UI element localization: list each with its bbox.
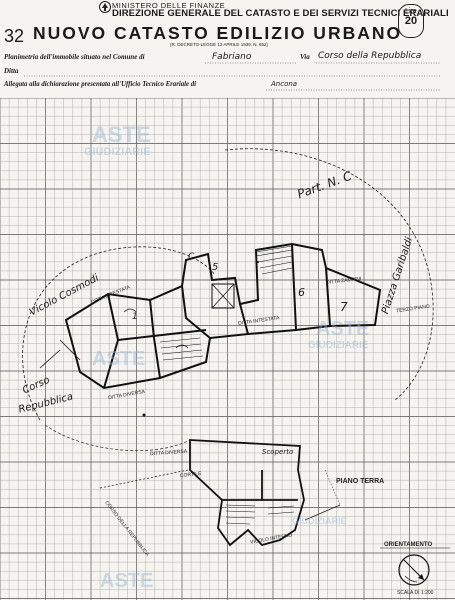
ministry-heading: MINISTERO DELLE FINANZE: [112, 1, 226, 10]
document-title: NUOVO CATASTO EDILIZIO URBANO: [33, 23, 403, 43]
fee-currency: Lire: [405, 8, 417, 15]
fee-stamp: Lire 20: [398, 4, 424, 38]
watermark-aste-4: ASTE: [100, 570, 154, 592]
watermark-aste-2: ASTE: [316, 318, 370, 340]
graph-paper-grid: [0, 98, 455, 600]
planimetria-label: Planimetria dell'immobile situato nel Co…: [4, 53, 145, 61]
watermark-giudiziarie-3: GIUDIZIARIE: [292, 516, 347, 526]
ufficio-value: Ancona: [271, 80, 298, 88]
ditta-label: Ditta: [4, 67, 19, 75]
watermark-giudiziarie: GIUDIZIARIE: [84, 146, 151, 158]
compass-rose-icon: [398, 554, 430, 586]
sheet-number: 32: [4, 26, 25, 46]
room-1-number: 1: [132, 312, 138, 322]
allegata-label: Allegata alla dichiarazione presentata a…: [4, 81, 197, 88]
directorate-heading: DIREZIONE GENERALE DEL CATASTO E DEI SER…: [112, 8, 449, 19]
scoperto-label: Scoperto: [262, 448, 294, 456]
room-c-letter: C: [188, 252, 195, 262]
watermark-giudiziarie-2: GIUDIZIARIE: [308, 340, 369, 351]
room-6-number: 6: [298, 286, 305, 299]
fee-amount: 20: [404, 15, 418, 27]
piano-terra-label: PIANO TERRA: [336, 478, 385, 485]
watermark-aste: ASTE: [92, 122, 151, 147]
decree-reference: (R. DECRETO-LEGGE 13 APRILE 1939, N. 652…: [170, 42, 268, 47]
form-field-lines: [24, 62, 440, 91]
state-emblem-icon: [99, 1, 111, 13]
room-5-number: 5: [212, 262, 219, 273]
watermark-aste-3: ASTE: [92, 348, 146, 370]
room-7-number: 7: [340, 300, 348, 314]
via-value: Corso della Repubblica: [318, 51, 422, 61]
scale-label: SCALA DI 1:200: [397, 590, 434, 596]
via-label: Via: [300, 53, 310, 61]
comune-value: Fabriano: [212, 52, 252, 62]
orientamento-label: ORIENTAMENTO: [384, 542, 433, 548]
